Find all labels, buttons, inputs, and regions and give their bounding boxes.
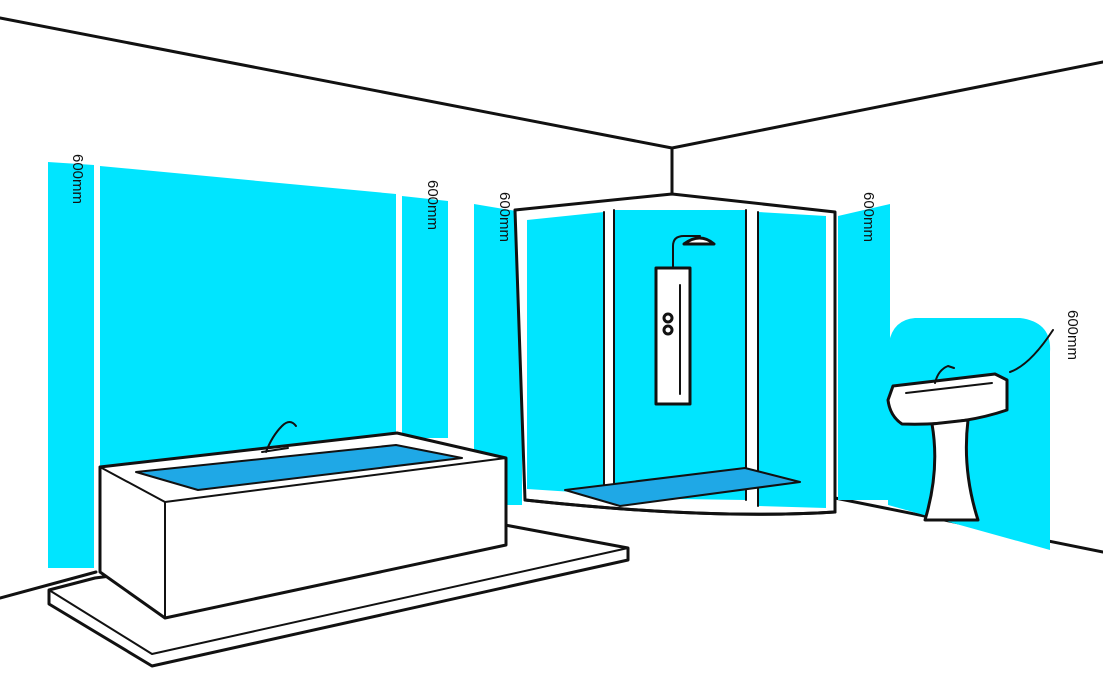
ceiling-line [0,16,1103,150]
shower-base-edge [523,498,837,516]
bath [47,421,630,668]
shower-tray-rim [564,467,801,507]
shower-head-arm [672,235,701,269]
bath-tap [265,421,297,453]
shower-panel-left [527,212,604,494]
bath-zone [48,162,448,568]
measurement-labels: 600mm 600mm 600mm 600mm 600mm [69,154,1081,360]
shower-enclosure [513,192,837,516]
shower-right-zone-strip [838,204,890,500]
label-shower-right: 600mm [860,192,877,242]
basin-bowl [886,372,1009,426]
label-bath-left: 600mm [69,154,86,204]
shower-control-panel [654,266,692,406]
basin-zone [888,318,1051,550]
shower-zone [474,204,890,505]
label-basin: 600mm [1064,310,1081,360]
label-shower-left: 600mm [496,192,513,242]
shower-knob-1 [662,312,674,324]
bath-left-zone-strip [48,162,94,568]
left-floor-line [0,570,98,600]
basin-pedestal [923,418,980,522]
bath-main-zone [100,166,396,466]
shower-head [682,236,716,246]
bath-tub-rim [135,444,463,491]
basin-tap [934,365,955,384]
basin-rim [905,382,993,394]
bath-water [136,445,462,490]
shower-panel-right [758,212,826,508]
shower-left-zone-strip [474,204,522,505]
shower-door-frames [603,209,759,507]
basin [886,365,1009,522]
basin-label-leader [1009,329,1054,373]
label-bath-right: 600mm [424,180,441,230]
shower-knob-2 [662,324,674,336]
bath-tap-base [261,447,289,453]
bath-right-zone-strip [402,196,448,438]
shower-tray-water [565,468,800,506]
bath-platform-edge [48,547,629,655]
